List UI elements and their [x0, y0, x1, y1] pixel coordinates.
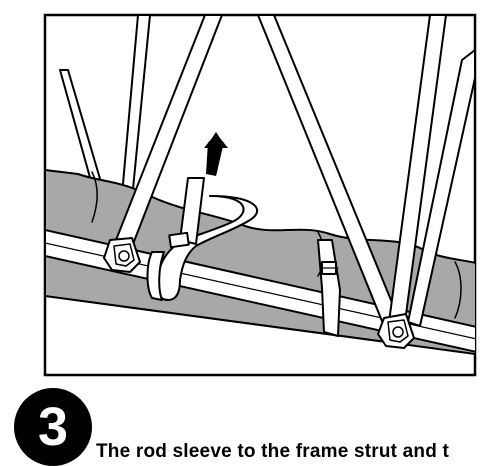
cable-tie-tightened	[317, 239, 341, 337]
arrow-up-icon	[204, 132, 228, 176]
instruction-caption: The rod sleeve to the frame strut and t	[96, 441, 450, 462]
strut-connector-right	[377, 313, 415, 349]
frame-strut-right	[388, 15, 475, 327]
cable-tie-loop	[146, 177, 259, 301]
step-number: 3	[37, 397, 69, 457]
step-number-badge: 3	[14, 388, 92, 466]
strut-connector-left	[103, 237, 141, 273]
